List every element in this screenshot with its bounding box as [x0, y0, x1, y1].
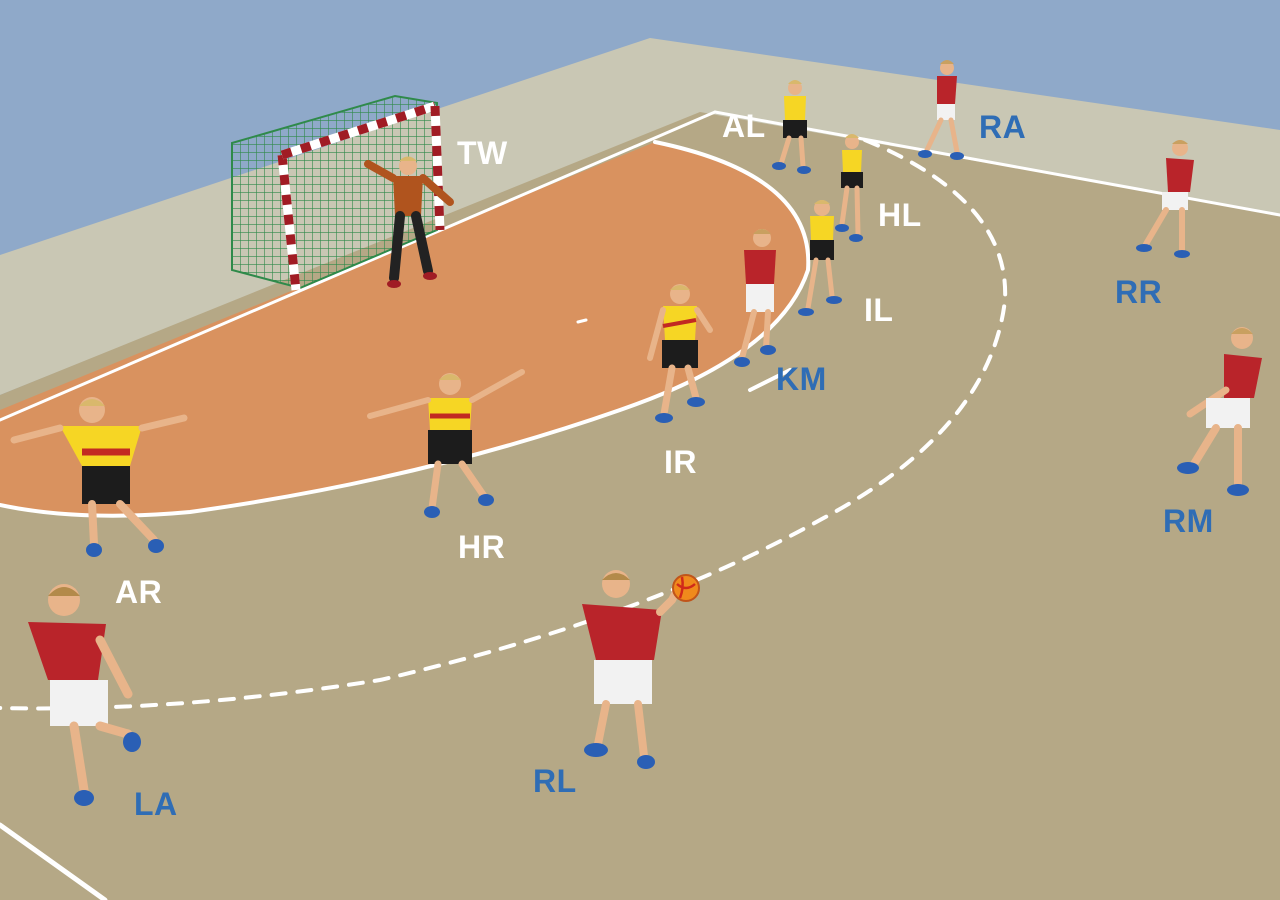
- back-wall: [0, 38, 1280, 395]
- label-attack-RR: RR: [1115, 274, 1163, 310]
- free-throw-line: [0, 138, 1008, 711]
- player-attack-RR: [1136, 140, 1194, 258]
- goal-area-line: [0, 140, 811, 518]
- label-defense-IL: IL: [864, 292, 894, 328]
- goal-line: [0, 110, 717, 422]
- court-edge-line: [0, 822, 108, 900]
- label-attack-RL: RL: [533, 763, 577, 799]
- label-defense-IR: IR: [664, 444, 697, 480]
- label-defense-HR: HR: [458, 529, 506, 565]
- label-defense-AR: AR: [115, 574, 163, 610]
- player-defense-IL: [798, 200, 842, 316]
- player-attack-RL: [582, 570, 680, 769]
- player-defense-AL: [772, 80, 811, 174]
- label-attack-RM: RM: [1163, 503, 1214, 539]
- player-defense-HR: [367, 369, 525, 518]
- player-attack-RM: [1177, 327, 1262, 496]
- player-attack-KM: [734, 229, 776, 367]
- player-defense-IR: [647, 284, 713, 423]
- label-defense-HL: HL: [878, 197, 922, 233]
- label-attack-RA: RA: [979, 109, 1027, 145]
- handball-goal: [231, 94, 445, 291]
- goal-post-right-stripes: [430, 105, 445, 231]
- player-attack-LA: [28, 584, 141, 806]
- goalkeeper-mark: [576, 318, 588, 324]
- goal-post-left-stripes: [277, 154, 301, 291]
- court-lines: [0, 110, 1280, 900]
- goal-crossbar-stripes: [280, 101, 437, 160]
- label-goalkeeper-TW: TW: [457, 135, 508, 171]
- player-defense-HL: [835, 134, 863, 242]
- handball: [672, 574, 700, 602]
- label-defense-AL: AL: [722, 108, 766, 144]
- player-attack-RA: [918, 60, 964, 160]
- player-defense-AR: [10, 397, 188, 557]
- player-goalkeeper: [364, 156, 454, 288]
- label-attack-LA: LA: [134, 786, 178, 822]
- goal-area: [0, 142, 809, 516]
- label-attack-KM: KM: [776, 361, 827, 397]
- penalty-mark-line: [748, 368, 792, 392]
